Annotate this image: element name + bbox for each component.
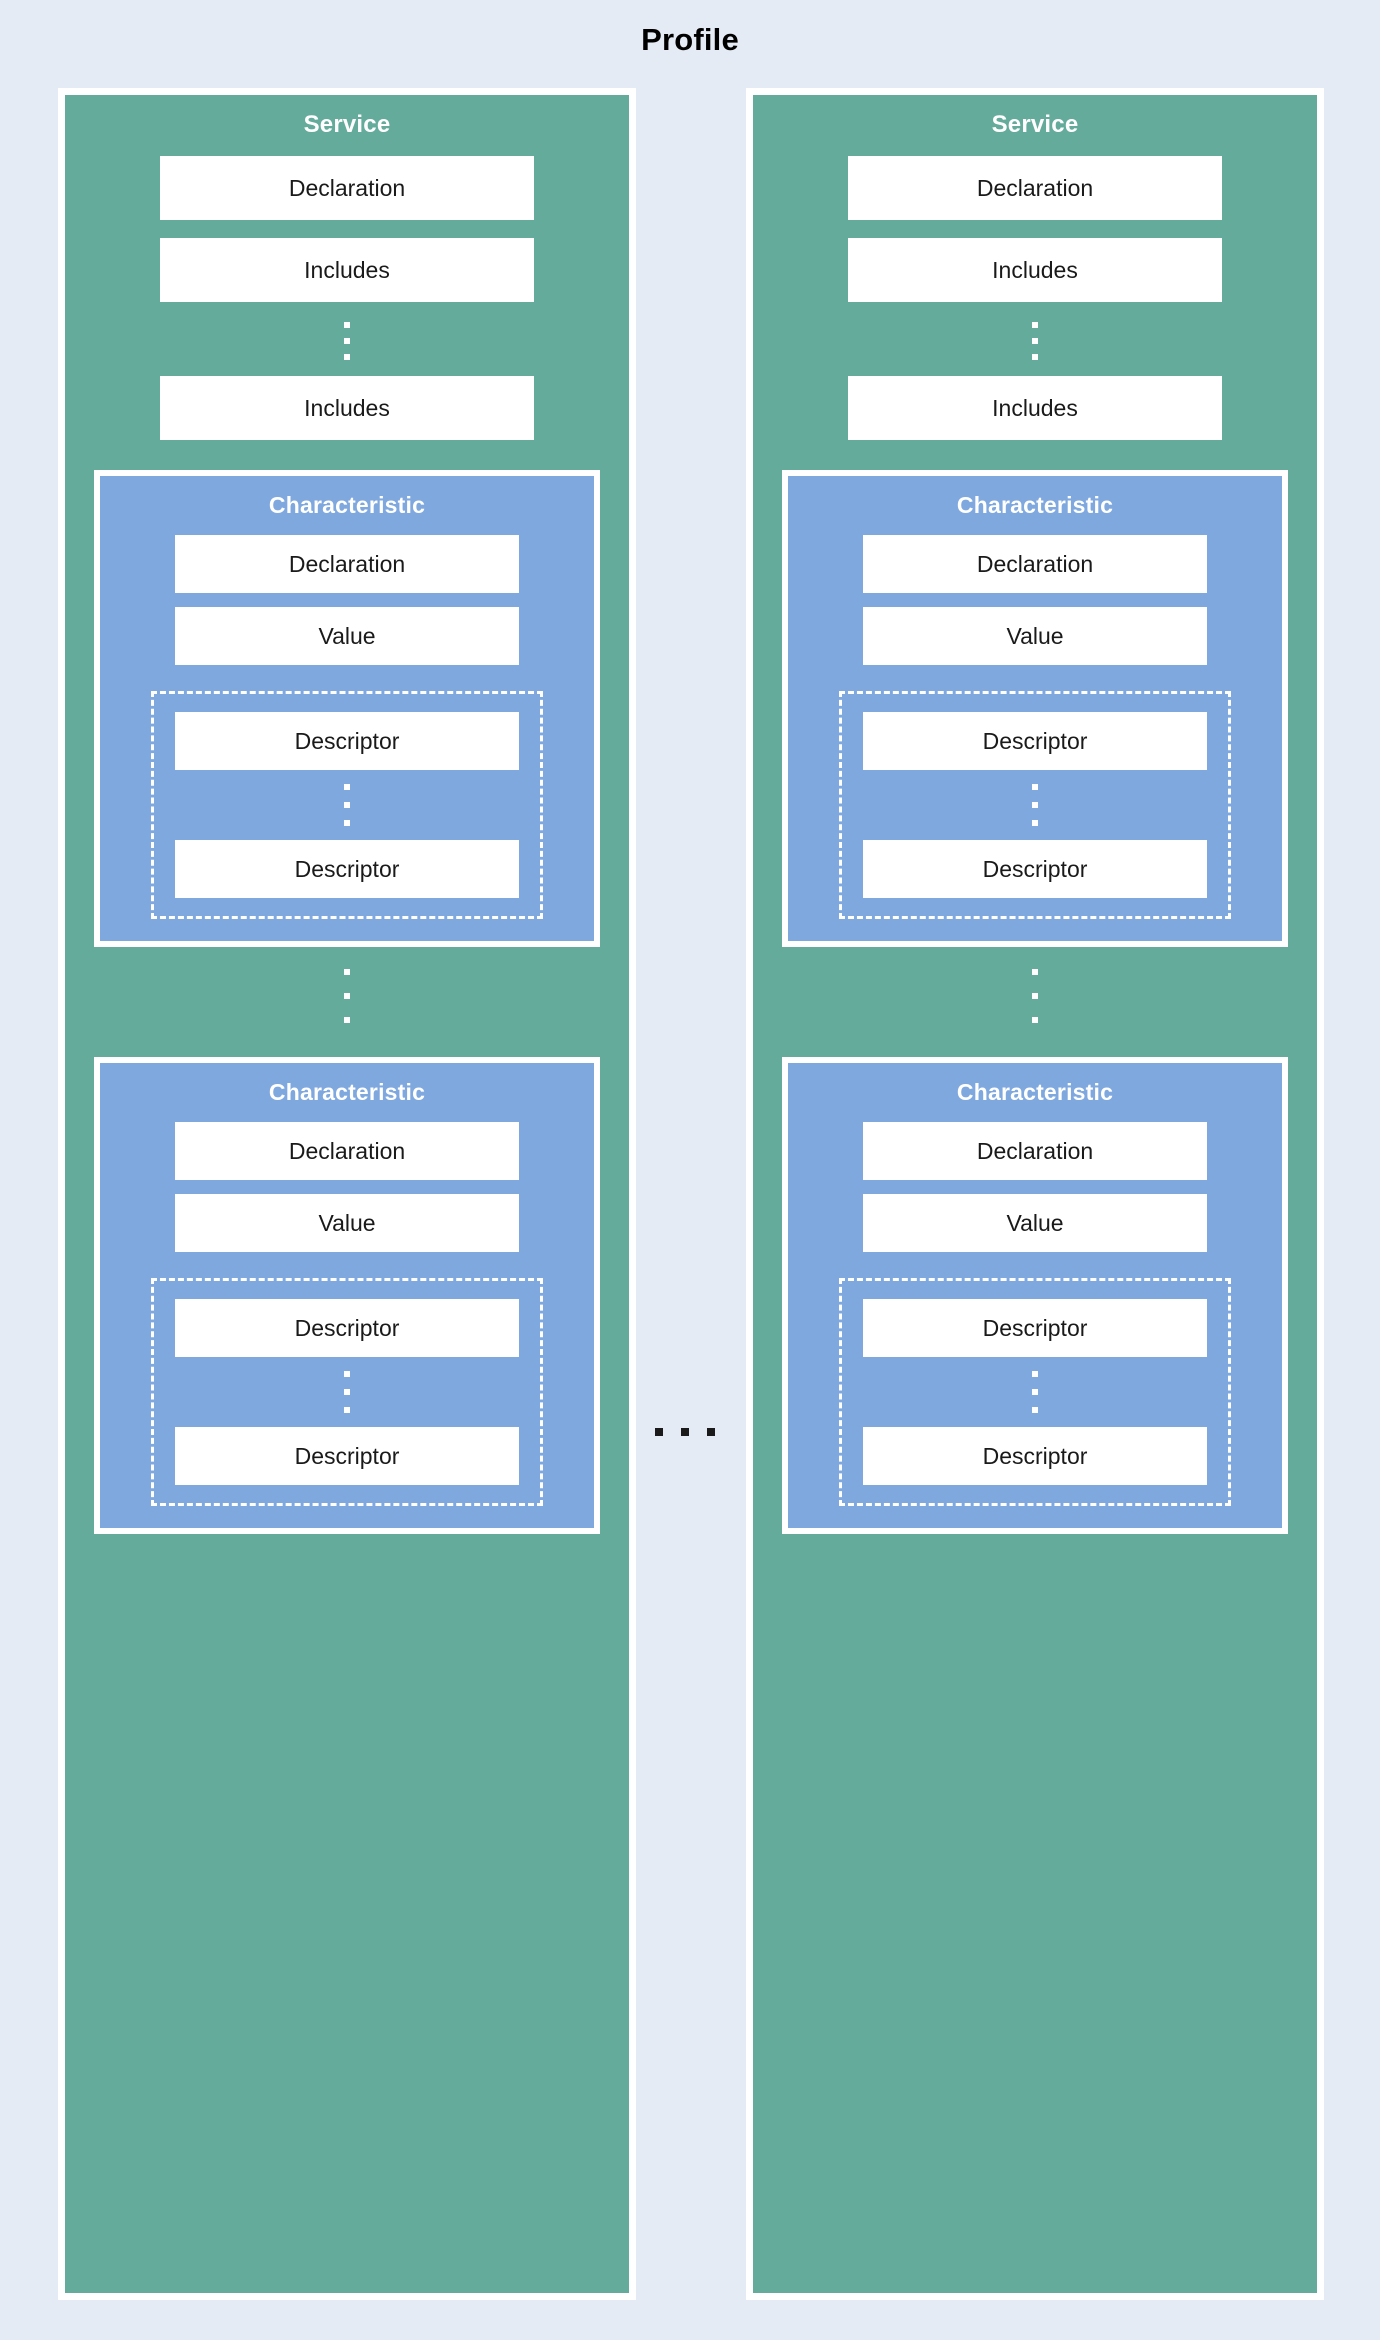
horizontal-ellipsis-icon [655,1428,715,1436]
service-columns: Service Declaration Includes Includes Ch… [58,88,1324,2300]
characteristic-title: Characteristic [956,492,1114,518]
vertical-ellipsis-icon [344,969,350,1023]
characteristic-title: Characteristic [956,1079,1114,1105]
descriptor-group: Descriptor Descriptor [151,691,543,919]
characteristic-declaration-box: Declaration [863,535,1207,593]
characteristic-declaration-box: Declaration [863,1122,1207,1180]
service-declaration-box: Declaration [160,156,534,220]
service-title: Service [991,111,1079,138]
service-includes-box: Includes [160,376,534,440]
characteristic-value-box: Value [175,607,519,665]
service-includes-box: Includes [160,238,534,302]
service-block: Service Declaration Includes Includes Ch… [58,88,636,2300]
vertical-ellipsis-icon [344,322,350,360]
characteristic-title: Characteristic [268,492,426,518]
characteristic-declaration-box: Declaration [175,535,519,593]
characteristic-block: Characteristic Declaration Value Descrip… [94,470,600,947]
descriptor-box: Descriptor [863,1427,1207,1485]
characteristic-block: Characteristic Declaration Value Descrip… [782,1057,1288,1534]
descriptor-group: Descriptor Descriptor [151,1278,543,1506]
service-title: Service [303,111,391,138]
descriptor-box: Descriptor [175,1299,519,1357]
characteristic-block: Characteristic Declaration Value Descrip… [782,470,1288,947]
page-title: Profile [641,22,739,57]
descriptor-group: Descriptor Descriptor [839,1278,1231,1506]
vertical-ellipsis-icon [344,1371,350,1413]
characteristic-value-box: Value [863,607,1207,665]
descriptor-box: Descriptor [863,1299,1207,1357]
vertical-ellipsis-icon [1032,322,1038,360]
descriptor-box: Descriptor [863,712,1207,770]
descriptor-box: Descriptor [175,712,519,770]
characteristic-block: Characteristic Declaration Value Descrip… [94,1057,600,1534]
characteristic-title: Characteristic [268,1079,426,1105]
vertical-ellipsis-icon [1032,784,1038,826]
descriptor-box: Descriptor [863,840,1207,898]
characteristic-declaration-box: Declaration [175,1122,519,1180]
vertical-ellipsis-icon [1032,1371,1038,1413]
descriptor-box: Descriptor [175,840,519,898]
characteristic-value-box: Value [175,1194,519,1252]
service-block: Service Declaration Includes Includes Ch… [746,88,1324,2300]
characteristic-value-box: Value [863,1194,1207,1252]
vertical-ellipsis-icon [1032,969,1038,1023]
service-includes-box: Includes [848,238,1222,302]
service-includes-box: Includes [848,376,1222,440]
descriptor-group: Descriptor Descriptor [839,691,1231,919]
vertical-ellipsis-icon [344,784,350,826]
descriptor-box: Descriptor [175,1427,519,1485]
service-declaration-box: Declaration [848,156,1222,220]
